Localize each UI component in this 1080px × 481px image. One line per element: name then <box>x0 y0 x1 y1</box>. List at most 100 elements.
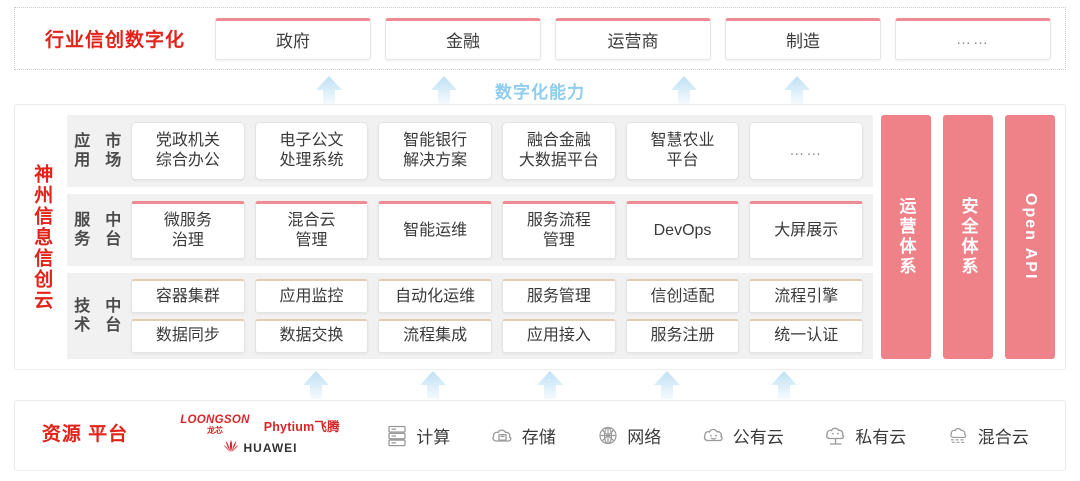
private-cloud-icon <box>824 424 848 448</box>
phytium-logo: Phytium飞腾 <box>263 419 340 434</box>
cloud-cell-group: 党政机关综合办公电子公文处理系统智能银行解决方案融合金融大数据平台智慧农业平台…… <box>129 115 873 187</box>
cloud-cell-app-1[interactable]: 电子公文处理系统 <box>254 122 369 180</box>
resource-item-label: 公有云 <box>732 428 784 447</box>
pillar-label: 安全体系 <box>958 197 978 277</box>
industry-band: 行业信创数字化 政府 金融 运营商 制造 …… <box>14 7 1066 70</box>
resource-item-3[interactable]: 公有云 <box>702 423 784 448</box>
resource-arrow-0 <box>301 371 331 399</box>
resource-item-label: 混合云 <box>977 428 1029 447</box>
cloud-cell-tech-1-3[interactable]: 应用接入 <box>502 318 616 353</box>
resource-item-label: 计算 <box>416 428 451 447</box>
pillar-2[interactable]: Open API <box>1005 115 1055 359</box>
industry-box-label: 运营商 <box>607 32 659 51</box>
cloud-layer-list: 应用市场党政机关综合办公电子公文处理系统智能银行解决方案融合金融大数据平台智慧农… <box>67 105 873 369</box>
cloud-cell-tech-0-4[interactable]: 信创适配 <box>625 279 740 313</box>
cloud-layer-tech: 技术中台容器集群应用监控自动化运维服务管理信创适配流程引擎数据同步数据交换流程集… <box>67 273 873 359</box>
resource-platform-title: 资源 平台 <box>15 424 155 447</box>
cloud-cell-tech-0-3[interactable]: 服务管理 <box>502 279 616 313</box>
industry-box-1[interactable]: 金融 <box>385 17 541 60</box>
layer-label-line2: 中台 <box>105 211 122 248</box>
industry-box-label: 制造 <box>786 32 820 51</box>
industry-box-label: …… <box>956 31 990 48</box>
layer-label-line1: 服务 <box>74 211 91 248</box>
cloud-cell-svc-3[interactable]: 服务流程管理 <box>502 201 616 259</box>
resource-item-label: 私有云 <box>855 428 907 447</box>
resource-arrow-3 <box>652 371 682 399</box>
huawei-logo-text: HUAWEI <box>243 440 298 455</box>
loongson-logo-en: LOONGSON <box>180 413 250 426</box>
cloud-cell-line-1: 数据同步数据交换流程集成应用接入服务注册统一认证 <box>131 318 864 354</box>
cloud-cell-svc-4[interactable]: DevOps <box>625 201 740 259</box>
cloud-cell-tech-1-0[interactable]: 数据同步 <box>131 318 245 353</box>
cloud-cell-tech-1-1[interactable]: 数据交换 <box>254 318 369 353</box>
layer-label-line2: 市场 <box>105 132 122 169</box>
resource-item-5[interactable]: 混合云 <box>947 423 1029 448</box>
cloud-cell-tech-1-5[interactable]: 统一认证 <box>749 318 864 353</box>
public-cloud-icon <box>702 424 726 448</box>
network-icon <box>596 424 620 448</box>
resource-item-label: 存储 <box>521 428 556 447</box>
layer-label-line1: 应用 <box>74 132 91 169</box>
resource-item-1[interactable]: 存储 <box>491 423 556 448</box>
cloud-cell-tech-0-1[interactable]: 应用监控 <box>254 279 369 313</box>
resource-title-line2: 平台 <box>88 424 129 446</box>
cloud-cell-tech-1-4[interactable]: 服务注册 <box>625 318 740 353</box>
cloud-cell-app-5[interactable]: …… <box>749 122 864 180</box>
resource-item-label: 网络 <box>627 428 662 447</box>
server-icon <box>385 424 409 448</box>
layer-label-line2: 中台 <box>105 297 122 334</box>
cloud-layer-label-tech: 技术中台 <box>67 273 129 359</box>
cloud-cell-app-2[interactable]: 智能银行解决方案 <box>378 122 493 180</box>
cloud-platform-body: 应用市场党政机关综合办公电子公文处理系统智能银行解决方案融合金融大数据平台智慧农… <box>67 105 1065 369</box>
industry-box-3[interactable]: 制造 <box>725 17 881 60</box>
industry-box-label: 金融 <box>446 32 480 51</box>
layer-label-line1: 技术 <box>74 297 91 334</box>
resource-arrow-strip <box>14 371 1066 399</box>
resource-item-list: 计算 存储 网络 公有云 私有云 混合云 <box>365 423 1065 448</box>
cloud-layer-label-app: 应用市场 <box>67 115 129 187</box>
digital-capability-strip: 数字化能力 <box>14 72 1066 104</box>
capability-arrow-0 <box>314 76 344 104</box>
cloud-cell-tech-0-5[interactable]: 流程引擎 <box>749 279 864 313</box>
cloud-cell-tech-0-2[interactable]: 自动化运维 <box>378 279 493 313</box>
cloud-cell-svc-0[interactable]: 微服务治理 <box>131 201 245 259</box>
cloud-cell-tech-0-0[interactable]: 容器集群 <box>131 279 245 313</box>
huawei-flower-icon <box>223 439 239 456</box>
resource-title-line1: 资源 <box>41 424 82 446</box>
resource-item-4[interactable]: 私有云 <box>824 423 906 448</box>
industry-box-4[interactable]: …… <box>895 17 1051 60</box>
cloud-cell-app-3[interactable]: 融合金融大数据平台 <box>502 122 616 180</box>
hybrid-cloud-icon <box>947 424 971 448</box>
resource-item-2[interactable]: 网络 <box>596 423 661 448</box>
cloud-layer-label-svc: 服务中台 <box>67 194 129 266</box>
industry-box-label: 政府 <box>276 32 310 51</box>
pillar-0[interactable]: 运营体系 <box>881 115 931 359</box>
cloud-cell-app-0[interactable]: 党政机关综合办公 <box>131 122 245 180</box>
industry-band-title: 行业信创数字化 <box>44 30 185 51</box>
cloud-cell-tech-1-2[interactable]: 流程集成 <box>378 318 493 353</box>
resource-arrow-2 <box>535 371 565 399</box>
cloud-cell-line-0: 容器集群应用监控自动化运维服务管理信创适配流程引擎 <box>131 279 864 314</box>
cloud-platform-title: 神州信息信创云 <box>31 163 53 311</box>
cloud-platform-panel: 神州信息信创云 应用市场党政机关综合办公电子公文处理系统智能银行解决方案融合金融… <box>14 104 1066 370</box>
cloud-layer-app: 应用市场党政机关综合办公电子公文处理系统智能银行解决方案融合金融大数据平台智慧农… <box>67 115 873 187</box>
huawei-logo: HUAWEI <box>223 439 298 456</box>
resource-item-0[interactable]: 计算 <box>385 423 450 448</box>
industry-box-list: 政府 金融 运营商 制造 …… <box>215 17 1065 60</box>
industry-box-0[interactable]: 政府 <box>215 17 371 60</box>
resource-arrow-1 <box>418 371 448 399</box>
cloud-cell-svc-1[interactable]: 混合云管理 <box>254 201 369 259</box>
cloud-cell-app-4[interactable]: 智慧农业平台 <box>625 122 740 180</box>
pillar-1[interactable]: 安全体系 <box>943 115 993 359</box>
vendor-line-2: HUAWEI <box>223 439 298 456</box>
industry-box-2[interactable]: 运营商 <box>555 17 711 60</box>
digital-capability-label: 数字化能力 <box>495 83 585 102</box>
cloud-cell-svc-2[interactable]: 智能运维 <box>378 201 493 259</box>
cloud-cell-svc-5[interactable]: 大屏展示 <box>749 201 864 259</box>
